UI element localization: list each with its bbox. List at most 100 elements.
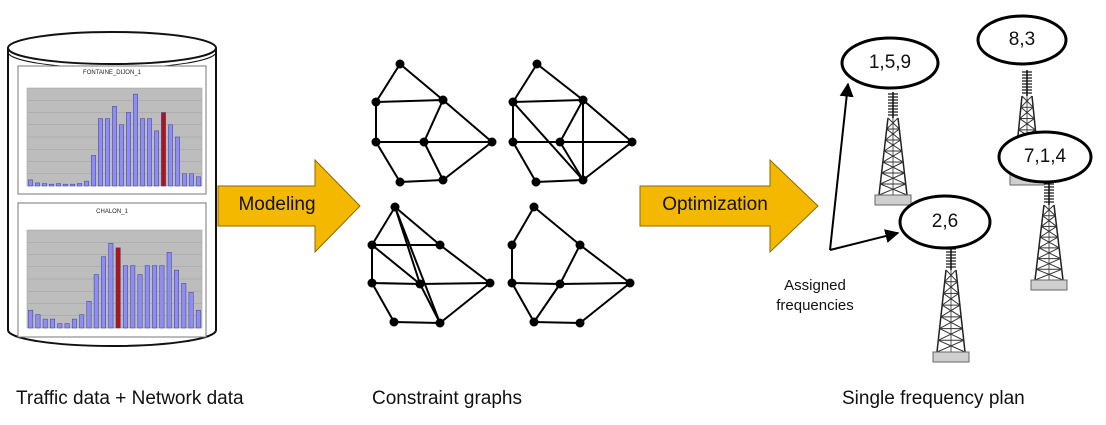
radio-tower-d [932, 244, 970, 363]
frequency-label-d: 2,6 [931, 211, 959, 232]
assigned-line-1: Assigned [784, 277, 846, 294]
frequency-label-b: 8,3 [1008, 29, 1036, 50]
caption-traffic-data: Traffic data + Network data [16, 388, 244, 409]
top-chart-bar [77, 183, 82, 187]
top-chart-bar [189, 173, 194, 187]
graph-edge [559, 244, 581, 285]
radio-tower-a [874, 92, 912, 206]
bottom-chart-bar [174, 269, 179, 329]
graph-edge [511, 282, 535, 323]
bottom-chart-bar [130, 265, 136, 329]
graph-node [529, 317, 539, 327]
graph-edge [393, 321, 441, 324]
top-chart-bar [56, 183, 61, 187]
graph-node [415, 279, 425, 289]
top-chart-bar [35, 182, 40, 187]
graph-node [532, 59, 542, 69]
graph-node [435, 240, 445, 250]
graph-node [507, 240, 517, 250]
bottom-chart-bar [159, 265, 165, 329]
top-chart-bar [119, 124, 124, 187]
graph-edge [399, 63, 444, 101]
top-chart-bar [147, 118, 152, 187]
graph-node [367, 278, 377, 288]
graph-edge [419, 282, 491, 285]
graph-node [575, 240, 585, 250]
graph-edge [439, 244, 491, 284]
graph-edge [511, 206, 535, 246]
bottom-chart-bar [35, 314, 41, 329]
graph-node [625, 278, 635, 288]
graph-edge [371, 206, 396, 246]
graph-node [531, 177, 541, 187]
graph-node [371, 137, 381, 147]
graph-edge [511, 282, 561, 285]
top-chart-bar [161, 112, 166, 187]
bottom-chart-bar [79, 314, 85, 329]
bottom-chart-bar [195, 309, 201, 329]
top-chart-bar [196, 176, 201, 187]
modeling-label: Modeling [238, 194, 316, 215]
assigned-frequencies-label: Assigned frequencies [760, 276, 870, 316]
graph-edge [439, 282, 491, 324]
constraint-graph-2 [508, 59, 637, 187]
frequency-bubble-c [997, 130, 1093, 184]
caption-constraint-graphs: Constraint graphs [372, 388, 522, 409]
modeling-arrow [217, 158, 361, 254]
graph-edge [533, 321, 581, 324]
optimization-arrow [639, 158, 819, 254]
graph-edge [371, 244, 421, 285]
optimization-label: Optimization [662, 194, 768, 215]
graph-edge [512, 141, 537, 183]
graph-node [435, 318, 445, 328]
bottom-chart-bar [137, 274, 143, 329]
graph-node [395, 59, 405, 69]
graph-node [555, 279, 565, 289]
top-chart-bar [28, 179, 33, 187]
graph-edge [559, 282, 631, 285]
top-chart-bar [84, 180, 89, 187]
graph-node [508, 97, 518, 107]
graph-edge [559, 99, 584, 143]
caption-frequency-plan: Single frequency plan [842, 388, 1025, 409]
graph-edge [423, 141, 444, 181]
top-chart-bar [126, 112, 131, 187]
graph-edge [536, 63, 584, 101]
graph-node [485, 278, 495, 288]
top-chart-bar [140, 118, 145, 187]
bottom-chart-bar [108, 243, 114, 329]
graph-edge [442, 99, 493, 143]
traffic-chart-bottom [17, 202, 207, 338]
chart-title-top: FONTAINE_DIJON_1 [83, 70, 141, 76]
constraint-graph-1 [371, 59, 497, 187]
graph-node [371, 97, 381, 107]
radio-tower-c [1030, 179, 1068, 291]
graph-edge [559, 141, 584, 181]
bottom-chart-bar [188, 292, 194, 329]
frequency-label-c: 7,1,4 [1023, 146, 1067, 167]
bottom-chart-bar [50, 318, 55, 329]
frequency-bubble-b [976, 14, 1068, 66]
graph-edge [582, 99, 633, 143]
graph-edge [375, 99, 444, 103]
bottom-chart-bar [115, 247, 121, 329]
top-chart-bar [70, 183, 75, 187]
bottom-chart-bar [152, 265, 158, 329]
graph-edge [512, 63, 538, 103]
graph-node [438, 175, 448, 185]
bottom-chart-bar [42, 318, 48, 329]
graph-edge [535, 179, 584, 183]
graph-edge [399, 179, 444, 183]
graph-node [575, 318, 585, 328]
graph-node [389, 317, 399, 327]
top-chart-bar [91, 155, 96, 187]
radio-towers [874, 70, 1068, 363]
graph-edge [394, 206, 441, 246]
graph-node [438, 95, 448, 105]
graph-node [367, 240, 377, 250]
graph-edge [371, 282, 395, 323]
graph-edge [375, 63, 401, 103]
top-chart-bar [98, 118, 103, 187]
graph-edge [394, 206, 441, 324]
